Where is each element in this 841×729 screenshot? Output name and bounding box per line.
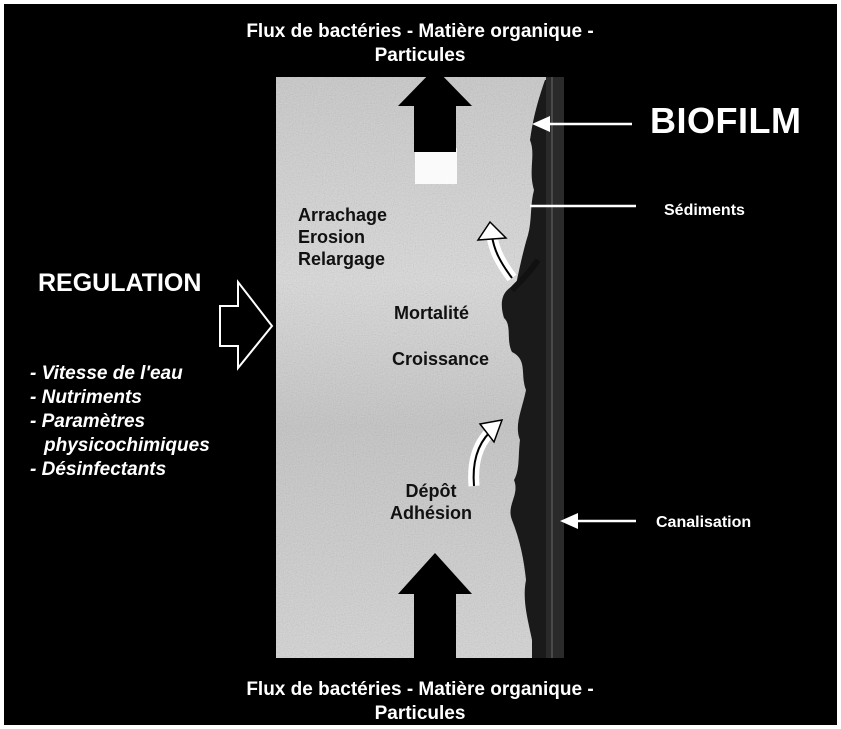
process-relargage: Relargage xyxy=(298,248,387,270)
biofilm-label: BIOFILM xyxy=(650,100,801,142)
process-mortalite: Mortalité xyxy=(394,302,469,324)
process-depot: Dépôt xyxy=(390,480,472,502)
sediments-label: Sédiments xyxy=(664,202,745,220)
process-erosion: Erosion xyxy=(298,226,387,248)
regulation-factor: - Nutriments xyxy=(30,386,210,410)
pipe-wall xyxy=(546,77,564,658)
flux-bottom-line-2: Particules xyxy=(160,702,680,726)
process-arrachage: Arrachage xyxy=(298,204,387,226)
canalisation-pointer xyxy=(560,513,636,529)
process-adhesion: Adhésion xyxy=(390,502,472,524)
flux-top-caption: Flux de bactéries - Matière organique - … xyxy=(160,20,680,68)
flux-top-line-1: Flux de bactéries - Matière organique - xyxy=(160,20,680,44)
detachment-labels: Arrachage Erosion Relargage xyxy=(298,204,387,270)
regulation-factor: - Paramètres xyxy=(30,410,210,434)
biofilm-pointer xyxy=(532,116,632,132)
regulation-factor: - Désinfectants xyxy=(30,458,210,482)
flux-bottom-line-1: Flux de bactéries - Matière organique - xyxy=(160,678,680,702)
canalisation-label: Canalisation xyxy=(656,514,751,532)
regulation-title: REGULATION xyxy=(38,269,201,298)
flux-bottom-caption: Flux de bactéries - Matière organique - … xyxy=(160,678,680,726)
regulation-factors-list: - Vitesse de l'eau - Nutriments - Paramè… xyxy=(30,362,210,482)
flux-top-line-2: Particules xyxy=(160,44,680,68)
regulation-factor: physicochimiques xyxy=(30,434,210,458)
regulation-factor: - Vitesse de l'eau xyxy=(30,362,210,386)
process-croissance: Croissance xyxy=(392,348,489,370)
attachment-labels: Dépôt Adhésion xyxy=(390,480,472,524)
